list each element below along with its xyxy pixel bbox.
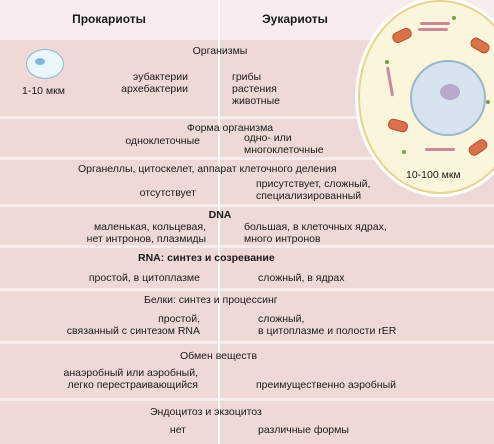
section-title-endo: Эндоцитоз и экзоцитоз xyxy=(150,406,262,418)
ribosome-icon xyxy=(402,150,406,154)
er-icon xyxy=(420,22,450,25)
er-icon xyxy=(418,28,448,31)
prokaryote-form: одноклеточные xyxy=(125,135,200,147)
section-title-dna: DNA xyxy=(208,209,232,221)
prokaryote-endo: нет xyxy=(169,424,186,436)
eukaryote-metabolism: преимущественно аэробный xyxy=(256,379,396,391)
section-bg-proteins xyxy=(0,291,494,341)
eukaryote-endo: различные формы xyxy=(258,424,349,436)
nucleolus-icon xyxy=(440,84,460,100)
prokaryote-proteins-1: простой, xyxy=(158,313,200,325)
eukaryote-organelles-1: присутствует, сложный, xyxy=(256,178,371,190)
section-title-rna: RNA: синтез и созревание xyxy=(138,252,275,264)
section-title-organelles: Органеллы, цитоскелет, аппарат клеточног… xyxy=(78,163,337,175)
section-bg-metabolism xyxy=(0,344,494,398)
section-title-metabolism: Обмен веществ xyxy=(180,350,258,362)
eukaryote-organism-3: животные xyxy=(232,95,280,107)
prokaryote-cell-illustration xyxy=(26,49,64,79)
prokaryote-metabolism-2: легко перестраивающийся xyxy=(67,379,198,391)
prokaryote-rna: простой, в цитоплазме xyxy=(88,272,200,284)
eukaryote-dna-1: большая, в клеточных ядрах, xyxy=(244,221,387,233)
header-prokaryotes: Прокариоты xyxy=(72,12,146,26)
header-eukaryotes: Эукариоты xyxy=(262,12,328,26)
eukaryote-dna-2: много интронов xyxy=(244,233,321,245)
section-title-proteins: Белки: синтез и процессинг xyxy=(144,294,278,306)
ribosome-icon xyxy=(452,16,456,20)
eukaryote-proteins-2: в цитоплазме и полости rER xyxy=(258,325,397,337)
eukaryote-proteins-1: сложный, xyxy=(258,313,305,325)
eukaryote-organism-1: грибы xyxy=(232,71,262,83)
eukaryote-organelles-2: специализированный xyxy=(256,190,362,202)
eukaryote-form-1: одно- или xyxy=(244,132,292,144)
prokaryote-size: 1-10 мкм xyxy=(22,85,65,97)
eukaryote-size: 10-100 мкм xyxy=(406,169,461,181)
prokaryote-metabolism-1: анаэробный или аэробный, xyxy=(63,367,198,379)
prokaryote-organism-2: архебактерии xyxy=(121,83,188,95)
eukaryote-form-2: многоклеточные xyxy=(244,144,324,156)
column-divider xyxy=(218,0,220,444)
section-bg-dna xyxy=(0,207,494,245)
prokaryote-organelles: отсутствует xyxy=(139,187,196,199)
ribosome-icon xyxy=(486,100,490,104)
eukaryote-organism-2: растения xyxy=(232,83,277,95)
section-bg-endo xyxy=(0,401,494,444)
prokaryote-proteins-2: связанный с синтезом RNA xyxy=(66,325,200,337)
section-title-form: Форма организма xyxy=(186,122,274,134)
section-title-organisms: Организмы xyxy=(192,45,248,57)
eukaryote-rna: сложный, в ядрах xyxy=(258,272,345,284)
nucleoid-icon xyxy=(35,58,45,65)
prokaryote-dna-2: нет интронов, плазмиды xyxy=(86,233,206,245)
prokaryote-organism-1: эубактерии xyxy=(132,71,188,83)
er-icon xyxy=(425,148,455,151)
section-bg-rna xyxy=(0,248,494,288)
ribosome-icon xyxy=(385,60,389,64)
prokaryote-dna-1: маленькая, кольцевая, xyxy=(93,221,206,233)
